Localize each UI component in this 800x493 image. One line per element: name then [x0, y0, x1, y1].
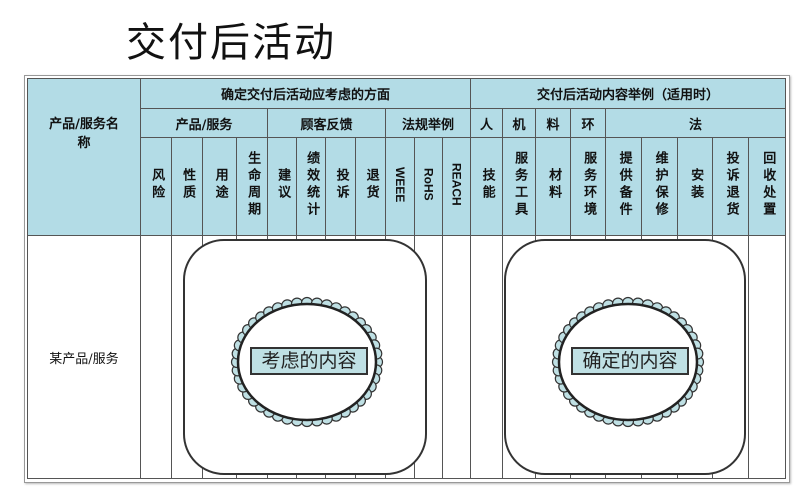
name-header: 产品/服务名称: [27, 78, 141, 236]
right-scalloped-ellipse: [551, 296, 705, 428]
column-header-label: 回收处置: [760, 150, 776, 219]
column-header: 维护保修: [641, 137, 679, 236]
subgroup-header: 法规举例: [384, 108, 472, 138]
column-header: RoHS: [414, 137, 443, 236]
column-header-label: 生命周期: [245, 150, 261, 219]
column-header: 服务工具: [502, 137, 537, 236]
column-header-label: WEEE: [393, 166, 407, 203]
row-label: 某产品/服务: [27, 235, 141, 479]
column-header-label: 退货: [363, 167, 379, 202]
column-header-label: 提供备件: [616, 150, 632, 219]
column-header-label: 投诉: [333, 167, 349, 202]
column-header-label: 用途: [212, 167, 228, 202]
subgroup-header: 环: [570, 108, 607, 138]
column-header: 投诉: [325, 137, 356, 236]
group-examples: 交付后活动内容举例（适用时）: [470, 78, 787, 109]
column-header: 生命周期: [236, 137, 268, 236]
column-header-label: 风险: [149, 167, 165, 202]
table-cell: [140, 235, 172, 479]
subgroup-header: 料: [535, 108, 572, 138]
column-header: 建议: [267, 137, 297, 236]
table-cell: [470, 235, 504, 479]
determined-content-label: 确定的内容: [571, 347, 689, 375]
column-header: 技能: [470, 137, 504, 236]
subgroup-header: 顾客反馈: [267, 108, 386, 138]
subgroup-header: 产品/服务: [140, 108, 268, 138]
subgroup-header: 人: [470, 108, 504, 138]
considered-content-label: 考虑的内容: [250, 347, 368, 375]
column-header: 投诉退货: [712, 137, 750, 236]
column-header: WEEE: [385, 137, 415, 236]
column-header-label: RoHS: [421, 168, 436, 201]
column-header-label: 性质: [180, 167, 196, 202]
column-header-label: 维护保修: [652, 150, 668, 219]
column-header: 材料: [535, 137, 572, 236]
column-header: REACH: [441, 137, 472, 236]
column-header-label: 投诉退货: [723, 150, 739, 219]
column-header-label: REACH: [449, 163, 464, 206]
column-header-label: 技能: [479, 167, 495, 202]
column-header-label: 建议: [275, 167, 291, 202]
group-considerations: 确定交付后活动应考虑的方面: [139, 78, 472, 109]
column-header-label: 材料: [546, 167, 562, 202]
column-header-label: 服务工具: [512, 150, 528, 219]
column-header: 服务环境: [570, 137, 607, 236]
column-header: 用途: [202, 137, 237, 236]
column-header: 性质: [171, 137, 203, 236]
table-cell: [748, 235, 787, 479]
page-title: 交付后活动: [126, 20, 336, 66]
column-header: 安装: [677, 137, 714, 236]
column-header: 退货: [355, 137, 386, 236]
column-header-label: 服务环境: [581, 150, 597, 219]
subgroup-header: 法: [605, 108, 787, 138]
column-header-label: 安装: [688, 167, 704, 202]
column-header-label: 绩效统计: [304, 150, 320, 219]
column-header: 绩效统计: [296, 137, 326, 236]
column-header: 提供备件: [605, 137, 643, 236]
table-cell: [441, 235, 472, 479]
table-frame: [24, 75, 790, 483]
